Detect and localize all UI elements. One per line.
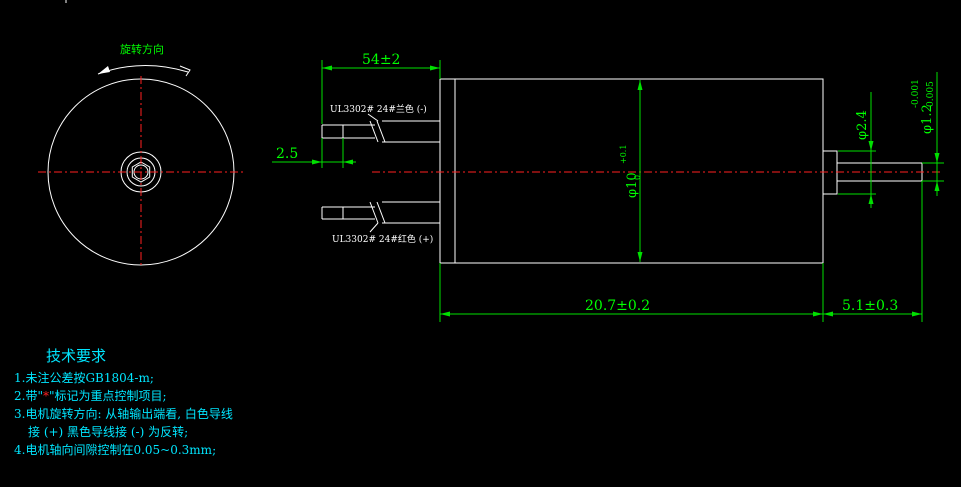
dim-arrow-icon — [343, 159, 353, 165]
motor-body — [439, 78, 824, 264]
note-2: 2.带"*"标记为重点控制项目; — [14, 387, 314, 405]
dim-arrow-icon — [868, 141, 874, 151]
lead-top-label: UL3302# 24#兰色 (-) — [330, 103, 427, 115]
side-view: UL3302# 24#兰色 (-) UL3302# 24#红色 (+) — [321, 78, 940, 264]
rotation-arrow-tail-icon — [179, 65, 191, 77]
note-3: 3.电机旋转方向: 从轴输出端看, 白色导线 — [14, 407, 233, 421]
rotation-arrowhead-icon — [98, 66, 110, 74]
dim-arrow-icon — [637, 252, 643, 262]
dim-arrow-icon — [823, 311, 833, 317]
note-2-suffix: "标记为重点控制项目; — [48, 389, 167, 403]
dim-arrow-icon — [868, 194, 874, 204]
dim-d1-2-tol-upper: -0.001 — [911, 79, 921, 108]
rotation-arrow — [97, 65, 189, 75]
dim-arrow-icon — [637, 80, 643, 90]
dim-d10-text: φ10 — [625, 172, 640, 198]
rotation-label: 旋转方向 — [120, 42, 164, 56]
lead-bottom-label: UL3302# 24#红色 (+) — [332, 233, 433, 245]
dim-5-1-text: 5.1±0.3 — [842, 298, 898, 314]
dim-arrow-icon — [934, 181, 940, 191]
dim-d10-tol-upper: +0.1 — [619, 145, 628, 164]
dim-d10-tol-lower: 0 — [633, 175, 642, 180]
note-1: 1.未注公差按GB1804-m; — [14, 371, 154, 385]
dim-arrow-icon — [440, 311, 450, 317]
dim-2-5-text: 2.5 — [276, 146, 298, 162]
dim-20-7-text: 20.7±0.2 — [585, 298, 650, 314]
lead-top-leader — [367, 113, 379, 122]
dim-arrow-icon — [322, 65, 332, 71]
dim-arrow-icon — [813, 311, 823, 317]
dim-d1-2-tol-lower: -0.005 — [926, 81, 936, 110]
dim-d1-2-text: φ1.2 — [920, 104, 935, 134]
dim-arrow-icon — [934, 153, 940, 163]
shaft-hex — [131, 161, 151, 183]
note-4: 4.电机轴向间隙控制在0.05~0.3mm; — [14, 443, 217, 457]
dim-arrow-icon — [430, 65, 440, 71]
technical-requirements: 技术要求 1.未注公差按GB1804-m; 2.带"*"标记为重点控制项目; 3… — [14, 347, 314, 459]
dim-arrow-icon — [912, 311, 922, 317]
note-2-star: * — [42, 389, 49, 403]
dimensions: 54±2 2.5 20.7±0.2 5.1±0.3 φ10 +0.1 0 — [272, 52, 944, 322]
lead-bottom-leader — [369, 222, 379, 233]
notes-title: 技术要求 — [46, 347, 107, 365]
lead-wire-top — [321, 120, 440, 143]
lead-wire-bottom — [321, 201, 440, 224]
note-3-continued: 接 (+) 黑色导线接 (-) 为反转; — [28, 425, 189, 439]
note-2-prefix: 2.带" — [14, 389, 43, 403]
dim-arrow-icon — [312, 159, 322, 165]
dim-d2-4-text: φ2.4 — [855, 110, 870, 140]
end-view: 旋转方向 — [38, 42, 244, 268]
dim-54-text: 54±2 — [362, 52, 400, 68]
